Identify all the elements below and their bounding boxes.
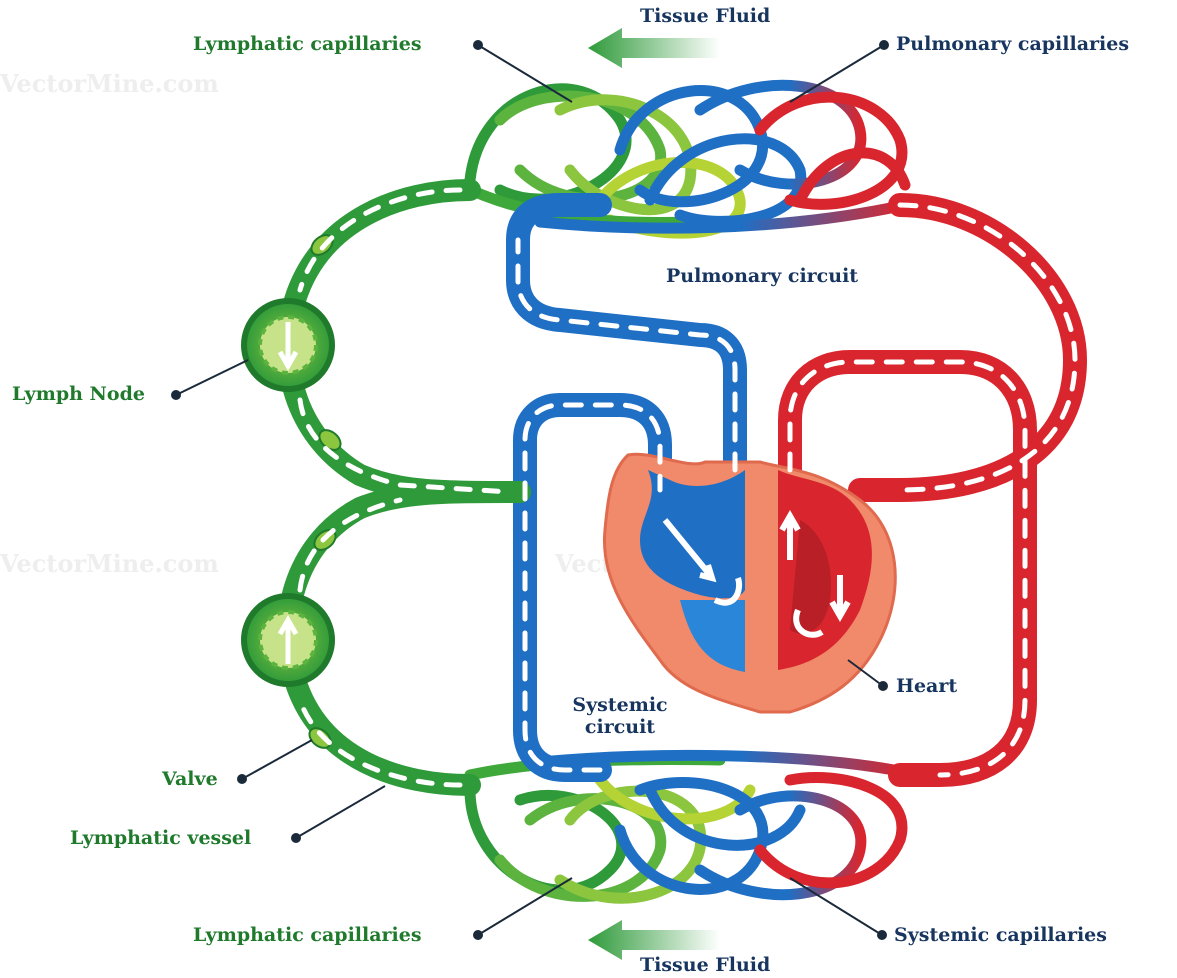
blood-capillary-base: [534, 199, 911, 234]
arrow-icon: [829, 575, 851, 623]
label-valve: Valve: [162, 768, 218, 790]
valves: [308, 234, 342, 749]
flow-dash: [787, 359, 1028, 778]
arrow-icon: [713, 577, 742, 606]
leader-line: [295, 785, 386, 839]
flow-dash: [297, 697, 463, 788]
label-systemic-circuit-line2: circuit: [584, 715, 656, 738]
pulmonary-vein: [848, 193, 1087, 502]
flow-dash: [897, 202, 1078, 493]
label-pulmonary-capillaries: Pulmonary capillaries: [896, 33, 1130, 55]
label-lymphatic-capillaries-top: Lymphatic capillaries: [193, 33, 422, 55]
arrow-icon: [588, 920, 720, 960]
tissue-fluid-arrow-top: [588, 28, 720, 68]
blood-capillary-loop: [754, 772, 908, 889]
lymph-node-upper: [241, 298, 335, 392]
label-tissue-fluid-bottom: Tissue Fluid: [640, 954, 771, 976]
leader-line: [789, 44, 885, 103]
heart: [602, 452, 897, 714]
leader-line: [477, 877, 573, 936]
label-systemic-capillaries: Systemic capillaries: [894, 924, 1107, 946]
label-lymphatic-capillaries-bottom: Lymphatic capillaries: [193, 924, 422, 946]
leader-dot: [171, 390, 181, 400]
blood-capillary-loop: [644, 133, 807, 227]
valve-icon: [308, 727, 332, 749]
label-pulmonary-circuit: Pulmonary circuit: [666, 265, 859, 287]
arrow-icon: [779, 509, 801, 560]
watermark-text: VectorMine.com: [0, 549, 219, 578]
heart-inner-left: [790, 520, 831, 634]
flow-dash: [522, 402, 663, 773]
leader-dot: [878, 681, 888, 691]
label-systemic-circuit-line1: Systemic: [572, 694, 668, 716]
label-heart: Heart: [896, 675, 958, 697]
label-systemic-circuit: Systemic circuit: [560, 694, 680, 739]
tissue-fluid-arrow-bottom: [588, 920, 720, 960]
watermark-text: VectorMine.com: [0, 69, 219, 98]
arrow-icon: [793, 608, 824, 638]
leader-dot: [291, 833, 301, 843]
leader-line: [241, 739, 313, 780]
blood-capillary-loop: [754, 91, 908, 210]
lymph-node-lower: [241, 593, 335, 687]
flow-dash: [297, 397, 513, 495]
flow-arrows: [297, 187, 1078, 788]
flow-dash: [297, 497, 403, 593]
flow-dash: [297, 187, 463, 293]
blood-capillary-loop: [794, 147, 911, 206]
arrow-icon: [588, 28, 720, 68]
leader-line: [789, 877, 883, 936]
leader-dot: [473, 930, 483, 940]
leader-dot: [473, 40, 483, 50]
blood-capillary-loop: [694, 790, 867, 901]
heart-right-ventricle: [680, 600, 745, 672]
leader-lines: [171, 40, 889, 940]
label-tissue-fluid-top: Tissue Fluid: [640, 5, 771, 27]
leader-dot: [879, 40, 889, 50]
leader-dot: [877, 930, 887, 940]
leader-line: [477, 44, 573, 103]
blood-capillary-loop: [644, 784, 806, 851]
systemic-capillary-bed: [464, 749, 911, 904]
blood-capillary-loop: [694, 79, 867, 190]
leader-line: [175, 359, 249, 396]
leader-dot: [237, 774, 247, 784]
label-lymph-node: Lymph Node: [12, 383, 145, 405]
heart-right-chamber: [640, 470, 745, 599]
arrow-icon: [277, 322, 299, 372]
leader-line: [847, 659, 884, 687]
arrow-icon: [662, 518, 717, 583]
label-lymphatic-vessel: Lymphatic vessel: [70, 827, 252, 849]
arrow-icon: [277, 614, 299, 664]
